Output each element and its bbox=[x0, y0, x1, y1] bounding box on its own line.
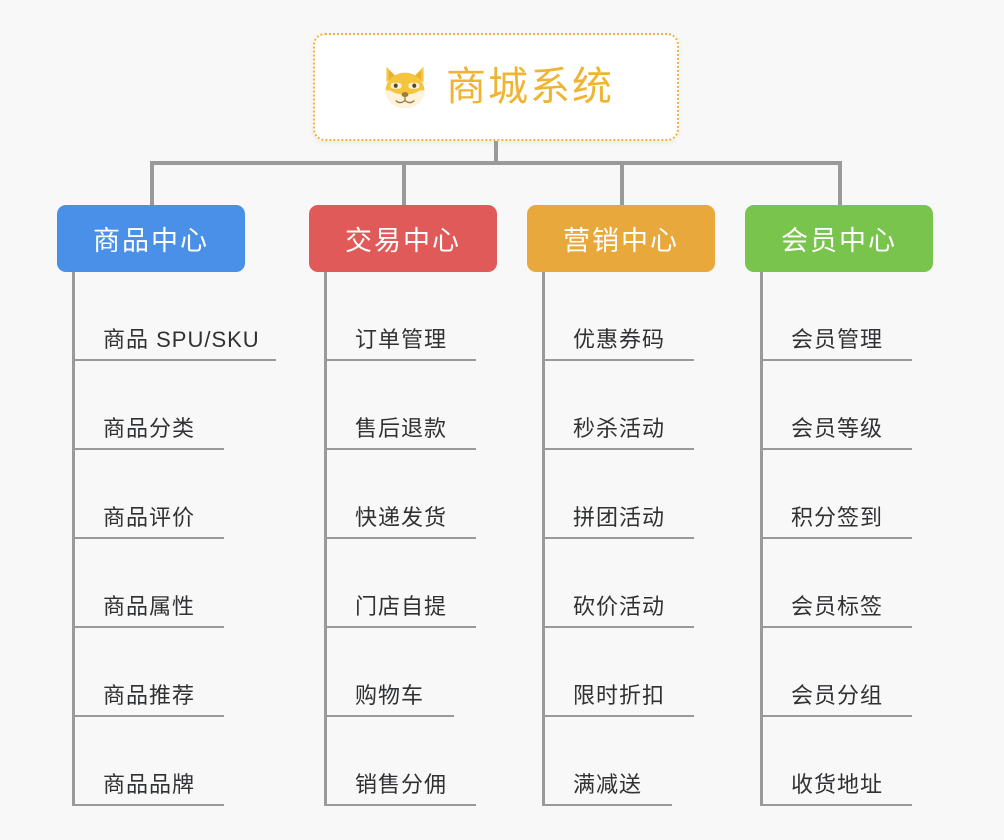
leaf-underline bbox=[542, 626, 694, 628]
root-title: 商城系统 bbox=[446, 65, 614, 109]
leaf-underline bbox=[760, 804, 912, 806]
leaf-underline bbox=[72, 626, 224, 628]
connector-root-stem bbox=[494, 141, 498, 165]
category-header-label: 会员中心 bbox=[781, 226, 897, 256]
category-header-member[interactable]: 会员中心 bbox=[745, 205, 933, 272]
connector-horizontal-bar bbox=[150, 161, 842, 165]
shiba-dog-icon bbox=[385, 66, 425, 109]
leaf-label: 优惠券码 bbox=[573, 327, 666, 352]
leaf-underline bbox=[760, 537, 912, 539]
leaf-label: 商品属性 bbox=[103, 594, 196, 619]
leaf-label: 商品分类 bbox=[103, 416, 196, 441]
leaf-label: 收货地址 bbox=[791, 772, 884, 797]
leaf-underline bbox=[760, 359, 912, 361]
leaf-label: 门店自提 bbox=[355, 594, 448, 619]
leaf-underline bbox=[542, 359, 694, 361]
leaf-label: 订单管理 bbox=[355, 327, 448, 352]
category-header-label: 营销中心 bbox=[563, 226, 679, 256]
leaf-underline bbox=[72, 804, 224, 806]
leaf-label: 快递发货 bbox=[355, 505, 448, 530]
leaf-underline bbox=[542, 804, 672, 806]
category-header-label: 商品中心 bbox=[93, 226, 209, 256]
leaf-label: 商品品牌 bbox=[103, 772, 196, 797]
leaf-label: 购物车 bbox=[355, 683, 425, 708]
leaf-underline bbox=[72, 537, 224, 539]
leaf-label: 积分签到 bbox=[791, 505, 884, 530]
leaf-label: 砍价活动 bbox=[573, 594, 666, 619]
category-header-trade[interactable]: 交易中心 bbox=[309, 205, 497, 272]
leaf-label: 满减送 bbox=[573, 772, 643, 797]
category-header-product[interactable]: 商品中心 bbox=[57, 205, 245, 272]
category-header-marketing[interactable]: 营销中心 bbox=[527, 205, 715, 272]
leaf-underline bbox=[72, 715, 224, 717]
leaf-underline bbox=[324, 537, 476, 539]
leaf-underline bbox=[324, 626, 476, 628]
leaf-label: 商品评价 bbox=[103, 505, 196, 530]
leaf-label: 销售分佣 bbox=[355, 772, 448, 797]
leaf-stem bbox=[72, 272, 75, 806]
leaf-underline bbox=[324, 715, 454, 717]
leaf-label: 商品 SPU/SKU bbox=[103, 327, 260, 352]
leaf-label: 售后退款 bbox=[355, 416, 448, 441]
leaf-label: 会员管理 bbox=[791, 327, 884, 352]
root-node[interactable]: 商城系统 bbox=[313, 33, 679, 141]
leaf-underline bbox=[72, 448, 224, 450]
leaf-underline bbox=[324, 448, 476, 450]
leaf-underline bbox=[324, 804, 476, 806]
leaf-underline bbox=[542, 448, 694, 450]
leaf-underline bbox=[324, 359, 476, 361]
leaf-stem bbox=[760, 272, 763, 806]
leaf-stem bbox=[542, 272, 545, 806]
leaf-underline bbox=[72, 359, 276, 361]
leaf-label: 拼团活动 bbox=[573, 505, 666, 530]
leaf-label: 商品推荐 bbox=[103, 683, 196, 708]
connector-drop-3 bbox=[620, 161, 624, 207]
connector-drop-1 bbox=[150, 161, 154, 207]
leaf-label: 会员等级 bbox=[791, 416, 884, 441]
leaf-label: 会员标签 bbox=[791, 594, 884, 619]
leaf-label: 会员分组 bbox=[791, 683, 884, 708]
leaf-underline bbox=[760, 448, 912, 450]
leaf-underline bbox=[542, 537, 694, 539]
leaf-stem bbox=[324, 272, 327, 806]
connector-drop-4 bbox=[838, 161, 842, 207]
category-header-label: 交易中心 bbox=[345, 226, 461, 256]
leaf-label: 秒杀活动 bbox=[573, 416, 666, 441]
leaf-underline bbox=[542, 715, 694, 717]
leaf-label: 限时折扣 bbox=[573, 683, 666, 708]
leaf-underline bbox=[760, 626, 912, 628]
leaf-underline bbox=[760, 715, 912, 717]
connector-drop-2 bbox=[402, 161, 406, 207]
